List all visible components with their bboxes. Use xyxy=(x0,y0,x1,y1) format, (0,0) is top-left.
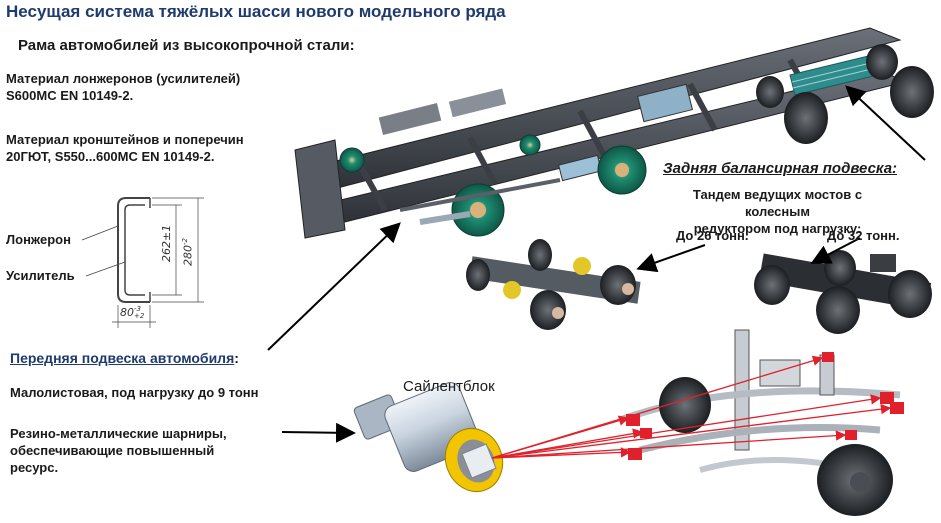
rear-suspension-desc-line1: Тандем ведущих мостов с колесным xyxy=(692,187,863,219)
joints-desc-line1: Резино-металлические шарниры, xyxy=(10,426,227,441)
frame-heading: Рама автомобилей из высокопрочной стали: xyxy=(18,37,355,54)
bracket-material-line1: Материал кронштейнов и поперечин xyxy=(6,132,244,147)
red-joint-arrows xyxy=(491,355,892,459)
spar-label: Лонжерон xyxy=(6,232,71,247)
rear-suspension-heading: Задняя балансирная подвеска: xyxy=(663,160,898,177)
dim-outer-height: 280-2 xyxy=(181,238,195,266)
bracket-material-block: Материал кронштейнов и поперечин 20ГЮТ, … xyxy=(6,131,244,165)
spar-material-line1: Материал лонжеронов (усилителей) xyxy=(6,71,241,86)
black-pointer-arrows xyxy=(267,85,926,443)
silentblock-part xyxy=(353,382,504,492)
joints-desc: Резино-металлические шарниры, обеспечива… xyxy=(10,425,227,476)
rear-tandem-26t xyxy=(466,239,641,330)
reinforcement-label: Усилитель xyxy=(6,268,75,283)
rear-suspension-desc: Тандем ведущих мостов с колесным редукто… xyxy=(660,186,895,237)
page-title: Несущая система тяжёлых шасси нового мод… xyxy=(6,2,506,21)
bracket-material-line2: 20ГЮТ, S550...600MC EN 10149-2. xyxy=(6,149,215,164)
front-suspension-assembly xyxy=(618,329,904,516)
front-suspension-heading-text: Передняя подвеска автомобиля xyxy=(10,350,235,366)
front-suspension-heading: Передняя подвеска автомобиля: xyxy=(10,350,239,368)
front-suspension-desc: Малолистовая, под нагрузку до 9 тонн xyxy=(10,385,259,400)
rear-tandem-32t xyxy=(754,250,932,334)
joints-desc-line2: обеспечивающие повышенный xyxy=(10,443,215,458)
front-suspension-heading-suffix: : xyxy=(234,350,239,366)
spar-material-block: Материал лонжеронов (усилителей) S600MC … xyxy=(6,70,240,104)
rear-load-32t: До 32 тонн. xyxy=(827,228,900,243)
rear-suspension-desc-line2: редуктором под нагрузку: xyxy=(693,221,862,236)
dim-width-tol-lower: +2 xyxy=(134,312,145,320)
dim-outer-tolerance: -2 xyxy=(181,238,189,245)
dim-width-tol-upper: -3 xyxy=(134,305,141,313)
dim-outer-value: 280 xyxy=(181,245,195,266)
spar-profile-drawing xyxy=(81,197,204,328)
joints-desc-line3: ресурс. xyxy=(10,460,59,475)
spar-material-line2: S600MC EN 10149-2. xyxy=(6,88,134,103)
dim-width: 80-3+2 xyxy=(120,306,144,320)
rear-load-26t: До 26 тонн. xyxy=(676,228,749,243)
chassis-frame xyxy=(294,27,934,239)
dim-inner-height: 262±1 xyxy=(160,224,173,262)
silentblock-label: Сайлентблок xyxy=(403,378,495,395)
dim-width-value: 80 xyxy=(120,306,134,319)
